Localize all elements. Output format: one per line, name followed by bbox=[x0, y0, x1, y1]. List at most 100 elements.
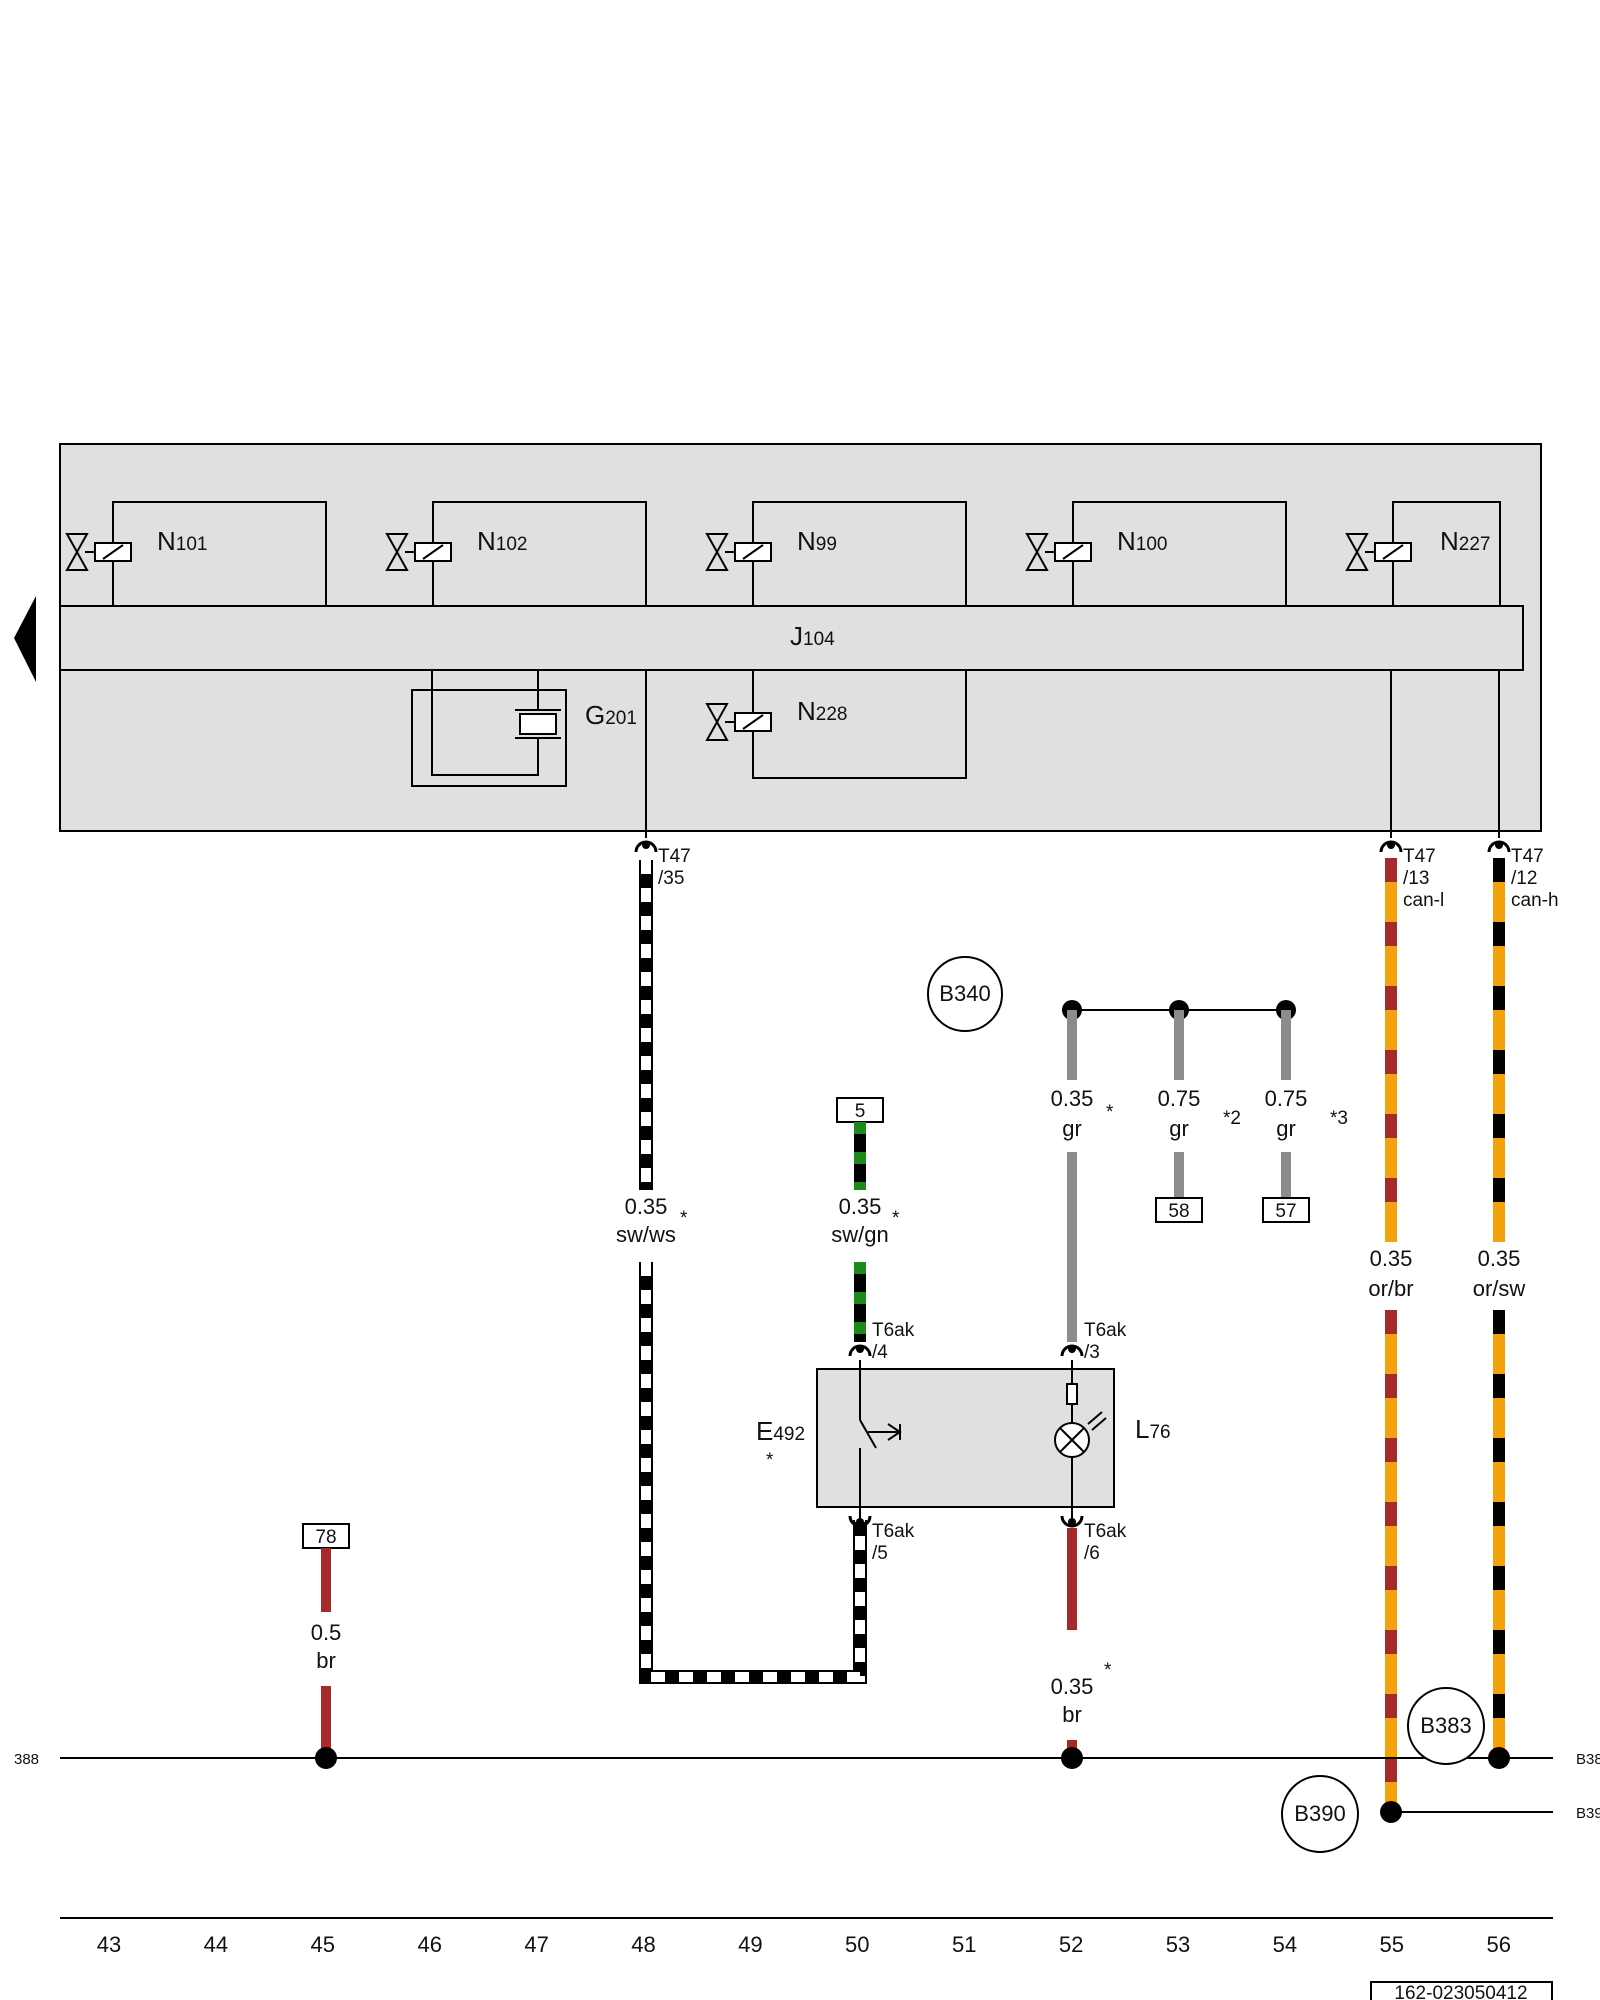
t6ak-5-pin: /5 bbox=[872, 1543, 888, 1564]
valve-n102-icon bbox=[385, 533, 415, 571]
t6ak-4-name: T6ak bbox=[872, 1320, 915, 1341]
sensor-g201: G201 bbox=[411, 670, 637, 787]
ref-58-label: 58 bbox=[1168, 1201, 1189, 1222]
t6ak-3-name: T6ak bbox=[1084, 1320, 1127, 1341]
connector-t47-35: T47 /35 bbox=[634, 840, 691, 889]
track-number: 52 bbox=[1059, 1932, 1083, 1957]
splice-b340-badge bbox=[927, 956, 1003, 1032]
splice-b383-badge bbox=[1407, 1687, 1485, 1765]
valve-n99-icon bbox=[705, 533, 735, 571]
track-number: 43 bbox=[97, 1932, 121, 1957]
w56-size: 0.35 bbox=[1478, 1246, 1521, 1271]
ref-5-label: 5 bbox=[855, 1101, 866, 1122]
t6ak-5-name: T6ak bbox=[872, 1521, 915, 1542]
valve-n101-icon bbox=[65, 533, 95, 571]
valve-n100-icon bbox=[1025, 533, 1055, 571]
track-number: 47 bbox=[524, 1932, 548, 1957]
track-number: 53 bbox=[1166, 1932, 1190, 1957]
track-number: 49 bbox=[738, 1932, 762, 1957]
g201-label: G201 bbox=[585, 700, 637, 730]
connector-t47-13: T47 /13 can-l bbox=[1379, 840, 1444, 911]
w53-note: *2 bbox=[1223, 1108, 1241, 1129]
b340-label: B340 bbox=[939, 981, 990, 1006]
ref-box-57 bbox=[1262, 1197, 1310, 1223]
track-number: 44 bbox=[204, 1932, 228, 1957]
t47-12-signal: can-h bbox=[1511, 890, 1559, 911]
valve-n101: N101 bbox=[65, 501, 327, 606]
w55-color: or/br bbox=[1368, 1276, 1413, 1301]
ref-box-58 bbox=[1155, 1197, 1203, 1223]
w54-color: gr bbox=[1276, 1116, 1296, 1141]
b383-label: B383 bbox=[1420, 1713, 1471, 1738]
t6ak-6-name: T6ak bbox=[1084, 1521, 1127, 1542]
w56-color: or/sw bbox=[1473, 1276, 1526, 1301]
t6ak-6-pin: /6 bbox=[1084, 1543, 1100, 1564]
w50-size: 0.35 bbox=[839, 1194, 882, 1219]
resistor-icon bbox=[1066, 1383, 1078, 1405]
track-number: 48 bbox=[631, 1932, 655, 1957]
w52a-color: gr bbox=[1062, 1116, 1082, 1141]
track-number: 54 bbox=[1273, 1932, 1297, 1957]
w53-color: gr bbox=[1169, 1116, 1189, 1141]
ref-box-5 bbox=[836, 1097, 884, 1123]
t47-13-signal: can-l bbox=[1403, 890, 1444, 911]
n101-label: N101 bbox=[157, 526, 207, 556]
edge-right-ref-2: B39 bbox=[1576, 1805, 1600, 1822]
track-number: 56 bbox=[1486, 1932, 1510, 1957]
w45-size: 0.5 bbox=[311, 1620, 342, 1645]
track-number: 50 bbox=[845, 1932, 869, 1957]
ref-box-78 bbox=[302, 1523, 350, 1549]
b390-label: B390 bbox=[1294, 1801, 1345, 1826]
w50-note: * bbox=[892, 1208, 900, 1229]
ref-57-label: 57 bbox=[1275, 1201, 1296, 1222]
n228-label: N228 bbox=[797, 696, 847, 726]
j104-label: J104 bbox=[790, 621, 835, 651]
connector-t47-12: T47 /12 can-h bbox=[1487, 840, 1559, 911]
connector-t6ak-5: T6ak /5 bbox=[848, 1515, 915, 1564]
t6ak-4-pin: /4 bbox=[872, 1342, 888, 1363]
t47-12-name: T47 bbox=[1511, 846, 1544, 867]
w52a-note: * bbox=[1106, 1102, 1114, 1123]
footer-id: 162-023050412 bbox=[1394, 1983, 1527, 2000]
w52b-note: * bbox=[1104, 1660, 1112, 1681]
t47-13-name: T47 bbox=[1403, 846, 1436, 867]
l76-label: L76 bbox=[1135, 1414, 1171, 1444]
valve-n228: N228 bbox=[705, 670, 967, 779]
w52a-size: 0.35 bbox=[1051, 1086, 1094, 1111]
connector-t6ak-4: T6ak /4 bbox=[848, 1320, 915, 1363]
e492-label: E492 bbox=[756, 1416, 805, 1446]
w54-size: 0.75 bbox=[1265, 1086, 1308, 1111]
valve-n99: N99 bbox=[705, 501, 967, 606]
track-number: 51 bbox=[952, 1932, 976, 1957]
t47-12-pin: /12 bbox=[1511, 868, 1537, 889]
splice-b390-badge bbox=[1281, 1775, 1359, 1853]
wire-sw-ws bbox=[639, 860, 867, 1684]
w53-size: 0.75 bbox=[1158, 1086, 1201, 1111]
w52b-size: 0.35 bbox=[1051, 1674, 1094, 1699]
connector-t6ak-6: T6ak /6 bbox=[1060, 1515, 1127, 1564]
valve-n100: N100 bbox=[1025, 501, 1287, 606]
w48-size: 0.35 bbox=[625, 1194, 668, 1219]
t6ak-3-pin: /3 bbox=[1084, 1342, 1100, 1363]
n227-label: N227 bbox=[1440, 526, 1490, 556]
w52b-color: br bbox=[1062, 1702, 1082, 1727]
w45-color: br bbox=[316, 1648, 336, 1673]
g201-crystal-icon bbox=[519, 713, 557, 735]
edge-right-ref-1: B38 bbox=[1576, 1751, 1600, 1768]
valve-n227: N227 bbox=[1345, 501, 1501, 606]
n100-label: N100 bbox=[1117, 526, 1167, 556]
track-number: 45 bbox=[311, 1932, 335, 1957]
w55-size: 0.35 bbox=[1370, 1246, 1413, 1271]
track-number: 55 bbox=[1380, 1932, 1404, 1957]
left-arrow-icon bbox=[14, 596, 36, 682]
control-unit-j104-bar bbox=[59, 605, 1524, 671]
t47-35-name: T47 bbox=[658, 846, 691, 867]
valve-n227-icon bbox=[1345, 533, 1375, 571]
n99-label: N99 bbox=[797, 526, 837, 556]
w50-color: sw/gn bbox=[831, 1222, 888, 1247]
t47-35-pin: /35 bbox=[658, 868, 684, 889]
connector-t6ak-3: T6ak /3 bbox=[1060, 1320, 1127, 1363]
w48-note: * bbox=[680, 1208, 688, 1229]
